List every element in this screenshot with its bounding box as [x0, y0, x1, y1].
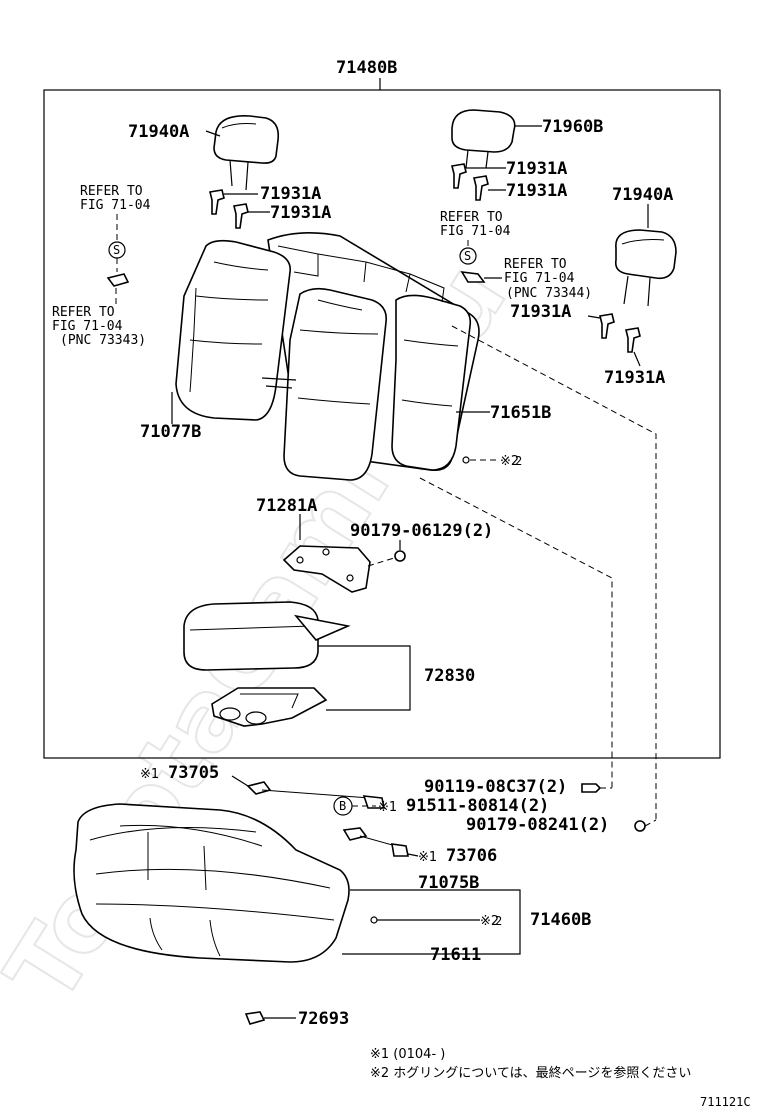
ref-left-bottom-line2: FIG 71-04	[52, 319, 123, 334]
label-cushion-pad[interactable]: 71611	[430, 945, 481, 965]
label-cushion-cover[interactable]: 71075B	[418, 873, 479, 893]
support-a2-drawing[interactable]	[233, 203, 249, 229]
note2-mark-back-sub: 2	[515, 454, 522, 468]
bracket-cushion	[342, 889, 521, 955]
label-lock-right[interactable]: 73706	[446, 846, 497, 866]
headrest-center-drawing[interactable]	[451, 109, 516, 169]
label-support-a1[interactable]: 71931A	[260, 184, 321, 204]
ref-left-bottom-line3: (PNC 73343)	[60, 333, 146, 348]
label-hinge[interactable]: 71281A	[256, 496, 317, 516]
armrest-drawing[interactable]	[183, 601, 351, 727]
label-support-c2[interactable]: 71931A	[604, 368, 665, 388]
support-a1-drawing[interactable]	[209, 189, 225, 215]
ref-left-top-line2: FIG 71-04	[80, 198, 151, 213]
lock-left-drawing[interactable]	[246, 781, 385, 809]
leader-lock-right	[407, 853, 419, 857]
label-clip-small[interactable]: 72693	[298, 1009, 349, 1029]
label-headrest-right[interactable]: 71940A	[612, 185, 673, 205]
note2-mark-cushion: ※2	[480, 914, 499, 929]
footnote-1: ※1 (0104- )	[370, 1047, 445, 1062]
clip-right-drawing	[460, 271, 486, 283]
label-lock-left[interactable]: 73705	[168, 763, 219, 783]
headrest-right-drawing[interactable]	[614, 229, 677, 307]
clip-left-drawing	[106, 273, 130, 287]
leader-nut-lower	[644, 819, 657, 827]
leader-headrest-left	[205, 130, 221, 137]
note1-mark-lock-right: ※1	[418, 850, 437, 865]
figure-id: 711121C	[700, 1095, 751, 1109]
circle-s-left-label: S	[113, 243, 120, 257]
label-headrest-left[interactable]: 71940A	[128, 122, 189, 142]
note2-mark-back: ※2	[500, 454, 519, 469]
leader-dash-right-2	[419, 477, 613, 788]
circle-b-label: B	[339, 799, 346, 813]
label-nut-lower[interactable]: 90179-08241(2)	[466, 815, 609, 835]
label-bolt[interactable]: 90119-08C37(2)	[424, 777, 567, 797]
ref-left-bottom-line1: REFER TO	[52, 305, 115, 320]
seat-back-drawing[interactable]	[175, 232, 480, 481]
ref-right-top-line2: FIG 71-04	[440, 224, 511, 239]
support-c2-drawing[interactable]	[625, 327, 641, 353]
support-b2-drawing[interactable]	[473, 175, 489, 201]
leader-support-c2	[633, 351, 641, 367]
leader-nut-hinge-dash	[367, 557, 395, 567]
ref-right-top-line1: REFER TO	[440, 210, 503, 225]
support-b1-drawing[interactable]	[451, 163, 467, 189]
label-support-c1[interactable]: 71931A	[510, 302, 571, 322]
label-back-cover[interactable]: 71077B	[140, 422, 201, 442]
nut-lower-drawing[interactable]	[634, 820, 646, 832]
lock-right-drawing[interactable]	[342, 827, 409, 857]
note1-mark-clip: ※1	[378, 800, 397, 815]
leader-support-c1	[587, 315, 601, 319]
bolt-drawing[interactable]	[581, 783, 602, 793]
note1-mark-lock-left: ※1	[140, 767, 159, 782]
label-back-pad[interactable]: 71651B	[490, 403, 551, 423]
label-support-a2[interactable]: 71931A	[270, 203, 331, 223]
ref-right-bottom-line1: REFER TO	[504, 257, 567, 272]
leader-dash-right-1	[451, 325, 657, 820]
headrest-left-drawing[interactable]	[213, 115, 280, 191]
label-headrest-center[interactable]: 71960B	[542, 117, 603, 137]
hog-ring-cushion-drawing	[370, 916, 378, 924]
assembly-frame	[43, 89, 721, 759]
leader-lock-left	[231, 775, 249, 787]
seat-cushion-drawing[interactable]	[73, 803, 350, 963]
label-support-b2[interactable]: 71931A	[506, 181, 567, 201]
circle-s-right	[459, 247, 477, 265]
label-hog-ring[interactable]: 71460B	[530, 910, 591, 930]
label-assy[interactable]: 71480B	[336, 58, 397, 78]
circle-s-right-label: S	[464, 249, 471, 263]
nut-hinge-drawing[interactable]	[394, 550, 406, 562]
ref-right-bottom-line2: FIG 71-04	[504, 271, 575, 286]
label-armrest[interactable]: 72830	[424, 666, 475, 686]
label-support-b1[interactable]: 71931A	[506, 159, 567, 179]
bracket-armrest	[318, 645, 411, 711]
clip-small-drawing[interactable]	[244, 1011, 266, 1025]
ref-left-top-line1: REFER TO	[80, 184, 143, 199]
label-clip[interactable]: 91511-80814(2)	[406, 796, 549, 816]
ref-right-bottom-line3: (PNC 73344)	[506, 286, 592, 301]
footnote-2: ※2 ホグリングについては、最終ページを参照ください	[370, 1065, 691, 1081]
support-c1-drawing[interactable]	[599, 313, 615, 339]
hog-ring-back-drawing	[462, 456, 470, 464]
label-nut-hinge[interactable]: 90179-06129(2)	[350, 521, 493, 541]
note2-mark-cushion-sub: 2	[495, 914, 502, 928]
hinge-drawing[interactable]	[282, 545, 371, 593]
